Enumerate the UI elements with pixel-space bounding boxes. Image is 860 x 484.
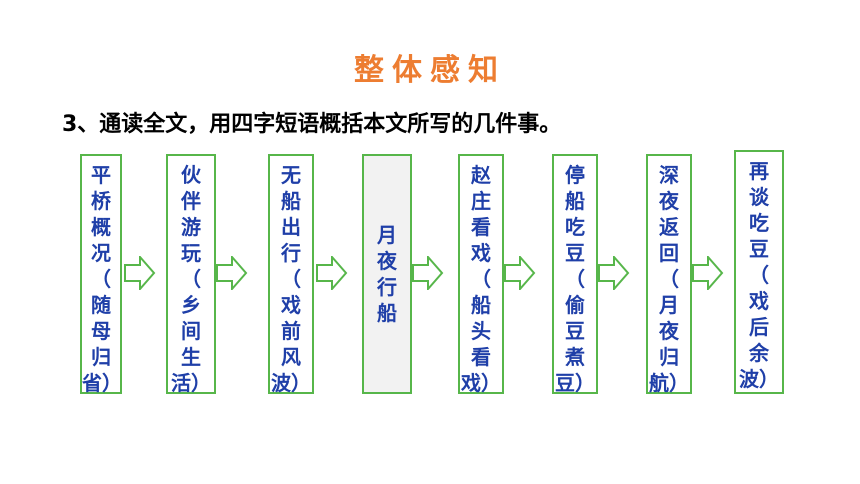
page-title: 整体感知 [354,53,506,88]
arrow-right-icon [598,256,630,290]
event-box-1-text: 平 桥 概 况 （ 随 母 归 省） [82,163,122,395]
event-box-7: 深 夜 返 回 （ 月 夜 归 航） [646,154,692,395]
event-box-4-text: 月 夜 行 船 [377,223,397,325]
event-box-8: 再 谈 吃 豆 （ 戏 后 余 波） [734,150,784,394]
arrow-right-icon [124,256,156,290]
arrow-right-icon [504,256,536,290]
event-box-1: 平 桥 概 况 （ 随 母 归 省） [80,154,122,395]
event-box-6-text: 停 船 吃 豆 （ 偷 豆 煮 豆） [555,163,595,395]
event-box-3-text: 无 船 出 行 （ 戏 前 风 波） [271,163,311,395]
event-box-4: 月 夜 行 船 [362,154,412,394]
event-box-7-text: 深 夜 返 回 （ 月 夜 归 航） [649,163,689,395]
question-text: 3、通读全文，用四字短语概括本文所写的几件事。 [62,112,562,137]
event-box-2-text: 伙 伴 游 玩 （ 乡 间 生 活） [171,163,211,395]
event-box-8-text: 再 谈 吃 豆 （ 戏 后 余 波） [739,159,779,391]
event-box-5: 赵 庄 看 戏 （ 船 头 看 戏） [458,154,504,395]
event-box-6: 停 船 吃 豆 （ 偷 豆 煮 豆） [552,154,598,395]
event-box-3: 无 船 出 行 （ 戏 前 风 波） [268,154,314,395]
event-box-5-text: 赵 庄 看 戏 （ 船 头 看 戏） [461,163,501,395]
event-box-2: 伙 伴 游 玩 （ 乡 间 生 活） [166,154,216,395]
arrow-right-icon [692,256,724,290]
arrow-right-icon [216,256,248,290]
arrow-right-icon [316,256,348,290]
arrow-right-icon [412,256,444,290]
